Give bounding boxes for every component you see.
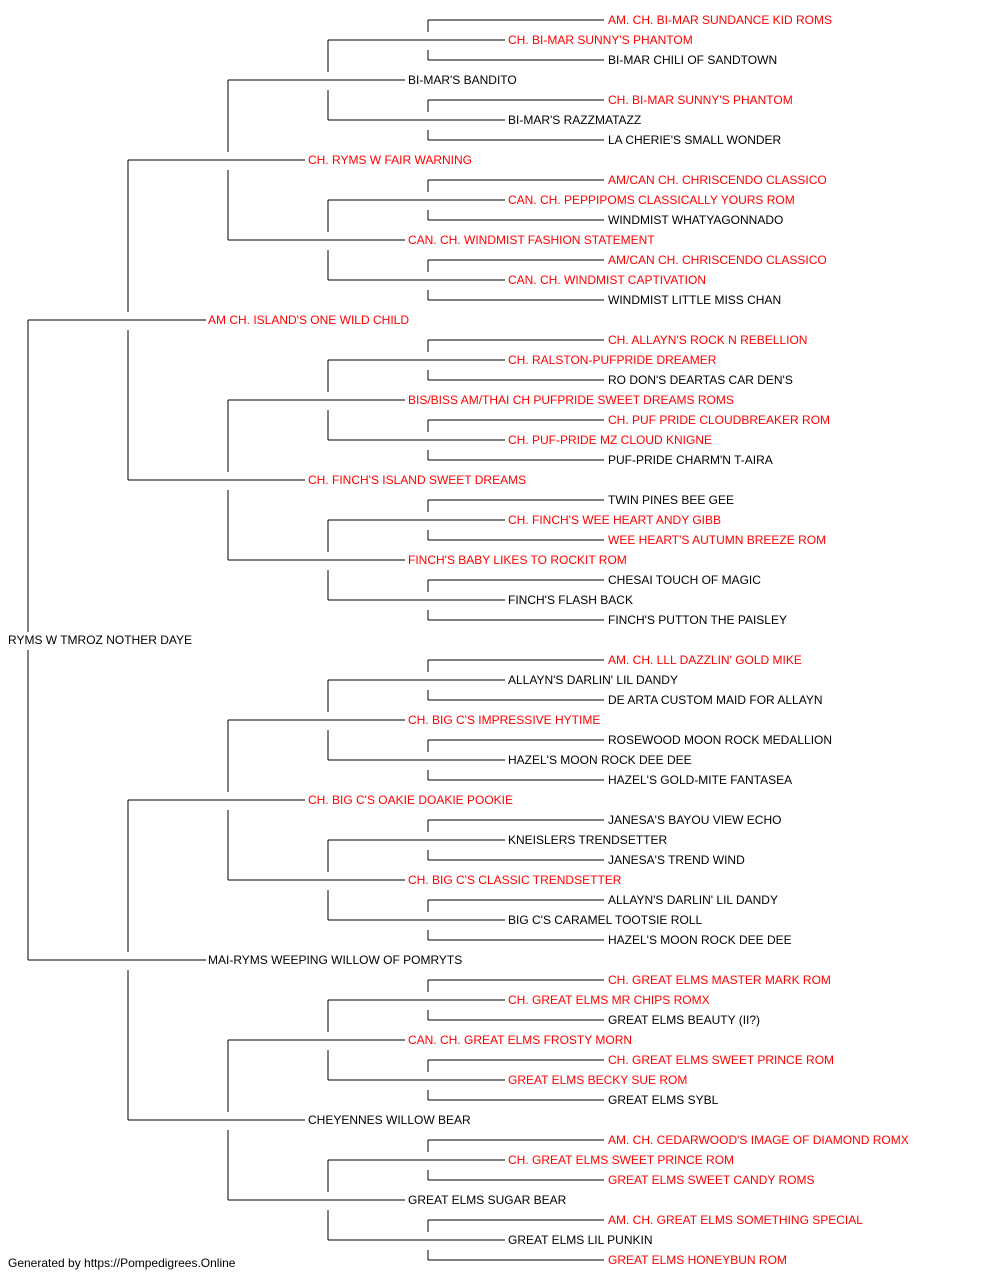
pedigree-name-dam-sire-dam-dam-sire: ALLAYN'S DARLIN' LIL DANDY	[608, 893, 778, 907]
pedigree-name-dam-sire-sire-dam: HAZEL'S MOON ROCK DEE DEE	[508, 753, 692, 767]
pedigree-name-dam-dam: CHEYENNES WILLOW BEAR	[308, 1113, 471, 1127]
pedigree-name-sire-dam-sire-dam: CH. PUF-PRIDE MZ CLOUD KNIGNE	[508, 433, 712, 447]
pedigree-name-dam-sire: CH. BIG C'S OAKIE DOAKIE POOKIE	[308, 793, 513, 807]
pedigree-name-sire-sire-dam-sire: CAN. CH. PEPPIPOMS CLASSICALLY YOURS ROM	[508, 193, 795, 207]
pedigree-name-sire-sire-sire: BI-MAR'S BANDITO	[408, 73, 517, 87]
pedigree-name-dam-sire-dam-dam-dam: HAZEL'S MOON ROCK DEE DEE	[608, 933, 792, 947]
pedigree-name-sire-dam-sire: BIS/BISS AM/THAI CH PUFPRIDE SWEET DREAM…	[408, 393, 734, 407]
pedigree-name-dam-dam-sire-dam-dam: GREAT ELMS SYBL	[608, 1093, 719, 1107]
pedigree-name-dam-sire-dam-sire: KNEISLERS TRENDSETTER	[508, 833, 667, 847]
pedigree-name-dam-dam-sire-sire-sire: CH. GREAT ELMS MASTER MARK ROM	[608, 973, 831, 987]
pedigree-name-dam-dam-sire-dam-sire: CH. GREAT ELMS SWEET PRINCE ROM	[608, 1053, 834, 1067]
pedigree-name-sire-dam-sire-sire: CH. RALSTON-PUFPRIDE DREAMER	[508, 353, 717, 367]
pedigree-name-sire-sire-sire-sire: CH. BI-MAR SUNNY'S PHANTOM	[508, 33, 693, 47]
pedigree-name-sire-dam-dam-sire-sire: TWIN PINES BEE GEE	[608, 493, 734, 507]
pedigree-name-dam-dam-dam-sire-sire: AM. CH. CEDARWOOD'S IMAGE OF DIAMOND ROM…	[608, 1133, 909, 1147]
pedigree-name-sire-sire-sire-dam: BI-MAR'S RAZZMATAZZ	[508, 113, 641, 127]
pedigree-name-dam-dam-dam: GREAT ELMS SUGAR BEAR	[408, 1193, 567, 1207]
pedigree-name-dam-sire-sire-dam-sire: ROSEWOOD MOON ROCK MEDALLION	[608, 733, 832, 747]
pedigree-name-dam-sire-sire-sire: ALLAYN'S DARLIN' LIL DANDY	[508, 673, 678, 687]
pedigree-name-sire-sire-sire-sire-sire: AM. CH. BI-MAR SUNDANCE KID ROMS	[608, 13, 832, 27]
pedigree-name-sire-sire-dam-sire-dam: WINDMIST WHATYAGONNADO	[608, 213, 783, 227]
pedigree-name-dam-sire-sire-dam-dam: HAZEL'S GOLD-MITE FANTASEA	[608, 773, 792, 787]
pedigree-name-dam-sire-dam-dam: BIG C'S CARAMEL TOOTSIE ROLL	[508, 913, 702, 927]
pedigree-name-dam-dam-dam-dam: GREAT ELMS LIL PUNKIN	[508, 1233, 653, 1247]
pedigree-name-dam: MAI-RYMS WEEPING WILLOW OF POMRYTS	[208, 953, 462, 967]
pedigree-name-sire-dam-sire-sire-dam: RO DON'S DEARTAS CAR DEN'S	[608, 373, 793, 387]
pedigree-name-dam-dam-dam-dam-dam: GREAT ELMS HONEYBUN ROM	[608, 1253, 787, 1267]
pedigree-name-sire-sire-dam: CAN. CH. WINDMIST FASHION STATEMENT	[408, 233, 655, 247]
pedigree-name-dam-sire-dam-sire-sire: JANESA'S BAYOU VIEW ECHO	[608, 813, 781, 827]
pedigree-name-sire-sire-dam-dam-dam: WINDMIST LITTLE MISS CHAN	[608, 293, 781, 307]
pedigree-name-sire-dam-dam-dam-dam: FINCH'S PUTTON THE PAISLEY	[608, 613, 787, 627]
pedigree-name-dam-sire-sire-sire-sire: AM. CH. LLL DAZZLIN' GOLD MIKE	[608, 653, 802, 667]
pedigree-name-sire-dam-dam-dam: FINCH'S FLASH BACK	[508, 593, 633, 607]
pedigree-name-sire-sire-dam-dam-sire: AM/CAN CH. CHRISCENDO CLASSICO	[608, 253, 827, 267]
pedigree-name-sire-sire-dam-sire-sire: AM/CAN CH. CHRISCENDO CLASSICO	[608, 173, 827, 187]
pedigree-name-sire-sire-dam-dam: CAN. CH. WINDMIST CAPTIVATION	[508, 273, 706, 287]
pedigree-name-dam-dam-dam-sire-dam: GREAT ELMS SWEET CANDY ROMS	[608, 1173, 814, 1187]
pedigree-name-dam-sire-dam-sire-dam: JANESA'S TREND WIND	[608, 853, 745, 867]
pedigree-name-dam-sire-dam: CH. BIG C'S CLASSIC TRENDSETTER	[408, 873, 622, 887]
pedigree-name-sire: AM CH. ISLAND'S ONE WILD CHILD	[208, 313, 409, 327]
pedigree-name-dam-dam-sire-dam: GREAT ELMS BECKY SUE ROM	[508, 1073, 687, 1087]
pedigree-name-dam-sire-sire: CH. BIG C'S IMPRESSIVE HYTIME	[408, 713, 600, 727]
pedigree-name-sire-sire-sire-dam-dam: LA CHERIE'S SMALL WONDER	[608, 133, 782, 147]
pedigree-name-dam-sire-sire-sire-dam: DE ARTA CUSTOM MAID FOR ALLAYN	[608, 693, 823, 707]
pedigree-name-sire-dam-sire-dam-sire: CH. PUF PRIDE CLOUDBREAKER ROM	[608, 413, 830, 427]
pedigree-name-dam-dam-sire: CAN. CH. GREAT ELMS FROSTY MORN	[408, 1033, 632, 1047]
pedigree-name-sire-dam-sire-dam-dam: PUF-PRIDE CHARM'N T-AIRA	[608, 453, 773, 467]
pedigree-name-sire-dam-dam-sire: CH. FINCH'S WEE HEART ANDY GIBB	[508, 513, 721, 527]
pedigree-name-sire-dam-dam-dam-sire: CHESAI TOUCH OF MAGIC	[608, 573, 761, 587]
pedigree-name-dam-dam-sire-sire: CH. GREAT ELMS MR CHIPS ROMX	[508, 993, 710, 1007]
pedigree-name-dam-dam-dam-sire: CH. GREAT ELMS SWEET PRINCE ROM	[508, 1153, 734, 1167]
pedigree-name-dam-dam-dam-dam-sire: AM. CH. GREAT ELMS SOMETHING SPECIAL	[608, 1213, 863, 1227]
footer-credit: Generated by https://Pompedigrees.Online	[8, 1256, 236, 1270]
pedigree-name-sire-dam-dam: FINCH'S BABY LIKES TO ROCKIT ROM	[408, 553, 627, 567]
pedigree-name-subject: RYMS W TMROZ NOTHER DAYE	[8, 633, 192, 647]
pedigree-name-sire-dam-dam-sire-dam: WEE HEART'S AUTUMN BREEZE ROM	[608, 533, 826, 547]
pedigree-name-dam-dam-sire-sire-dam: GREAT ELMS BEAUTY (II?)	[608, 1013, 760, 1027]
pedigree-name-sire-sire: CH. RYMS W FAIR WARNING	[308, 153, 472, 167]
pedigree-name-sire-sire-sire-sire-dam: BI-MAR CHILI OF SANDTOWN	[608, 53, 777, 67]
pedigree-name-sire-dam: CH. FINCH'S ISLAND SWEET DREAMS	[308, 473, 526, 487]
pedigree-name-sire-sire-sire-dam-sire: CH. BI-MAR SUNNY'S PHANTOM	[608, 93, 793, 107]
pedigree-name-sire-dam-sire-sire-sire: CH. ALLAYN'S ROCK N REBELLION	[608, 333, 807, 347]
